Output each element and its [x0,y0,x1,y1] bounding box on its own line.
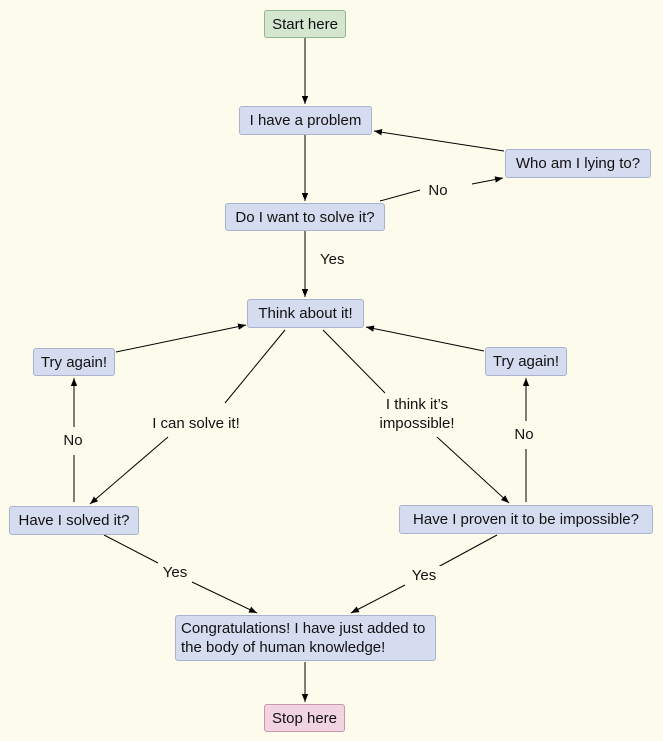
edge-lying-to-problem [373,129,505,152]
edge-label-can-solve: I can solve it! [145,414,247,433]
try-again-right-node: Try again! [485,347,567,376]
edge-solve-to-lying-a [379,189,421,202]
edge-think-to-proven-a [322,329,386,394]
edge-label-impossible: I think it’s impossible! [372,395,462,433]
proven-question-node: Have I proven it to be impossible? [399,505,653,534]
solved-question-node: Have I solved it? [9,506,139,535]
try-again-left-node: Try again! [33,348,115,376]
edge-solved-to-congrats-a [103,534,159,564]
edge-solve-to-lying-b [471,176,504,185]
edge-label-no-lying: No [423,181,453,200]
edge-tryleft-to-think [115,323,247,353]
edge-label-yes-think: Yes [320,250,356,269]
edge-label-yes-right: Yes [407,566,441,585]
edge-proven-to-congrats-b [350,584,406,614]
edge-tryright-to-think [365,325,485,352]
stop-node: Stop here [264,704,345,732]
think-node: Think about it! [247,299,364,328]
solve-question-node: Do I want to solve it? [225,203,385,231]
congrats-node: Congratulations! I have just added to th… [175,615,436,661]
edge-think-to-solved-b [89,436,169,505]
edge-solved-to-congrats-b [191,581,258,614]
edge-proven-to-congrats-a [437,534,498,568]
edge-label-no-right: No [509,425,539,444]
edge-label-no-left: No [58,431,88,450]
problem-node: I have a problem [239,106,372,135]
lying-node: Who am I lying to? [505,149,651,178]
edge-label-yes-left: Yes [158,563,192,582]
edge-think-to-proven-b [436,436,510,504]
edge-think-to-solved-a [224,329,286,404]
start-node: Start here [264,10,346,38]
